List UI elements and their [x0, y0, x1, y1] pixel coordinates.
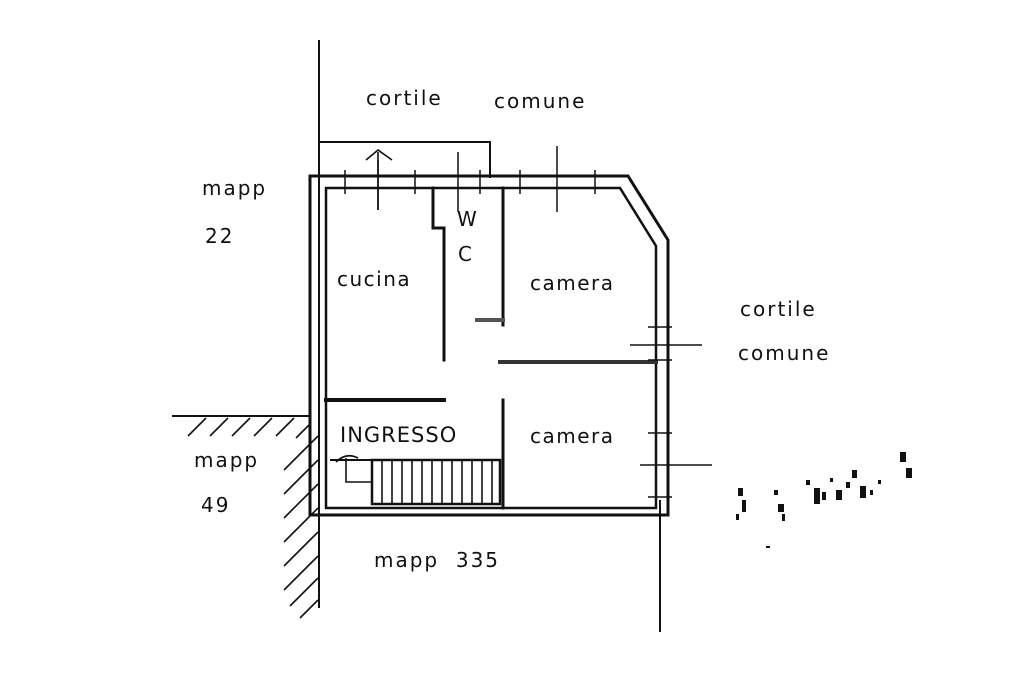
room-label-bedroom-south: camera: [530, 424, 615, 448]
wc-west-wall: [431, 186, 446, 362]
property-lines: [172, 40, 661, 632]
room-label-entrance: INGRESSO: [340, 423, 457, 447]
room-label-kitchen: cucina: [337, 267, 411, 291]
entry-arrow-icon: [365, 148, 393, 210]
north-canopy-outline: [319, 141, 491, 178]
parcel-southwest-number: 49: [201, 493, 230, 517]
parcel-southwest-word: mapp: [194, 448, 259, 472]
room-label-bedroom-north: camera: [530, 271, 615, 295]
outer-walls: [308, 174, 670, 517]
staircase: [330, 454, 502, 506]
wc-label-c: C: [458, 242, 474, 266]
parcel-south-label: mapp 335: [374, 548, 500, 572]
parcel-west-word: mapp: [202, 176, 267, 200]
labels: cortile comune cortile comune mapp 22 ma…: [194, 86, 830, 572]
parcel-west-number: 22: [205, 224, 234, 248]
scan-noise: [736, 452, 912, 548]
north-courtyard-label-2: comune: [494, 89, 586, 113]
east-courtyard-label-2: comune: [738, 341, 830, 365]
outer-wall-outer-line: [308, 174, 670, 517]
north-courtyard-label-1: cortile: [366, 86, 443, 110]
interior-walls: [324, 186, 658, 510]
east-courtyard-label-1: cortile: [740, 297, 817, 321]
wc-label-w: W: [457, 207, 479, 231]
outer-wall-inner-line: [324, 186, 658, 510]
